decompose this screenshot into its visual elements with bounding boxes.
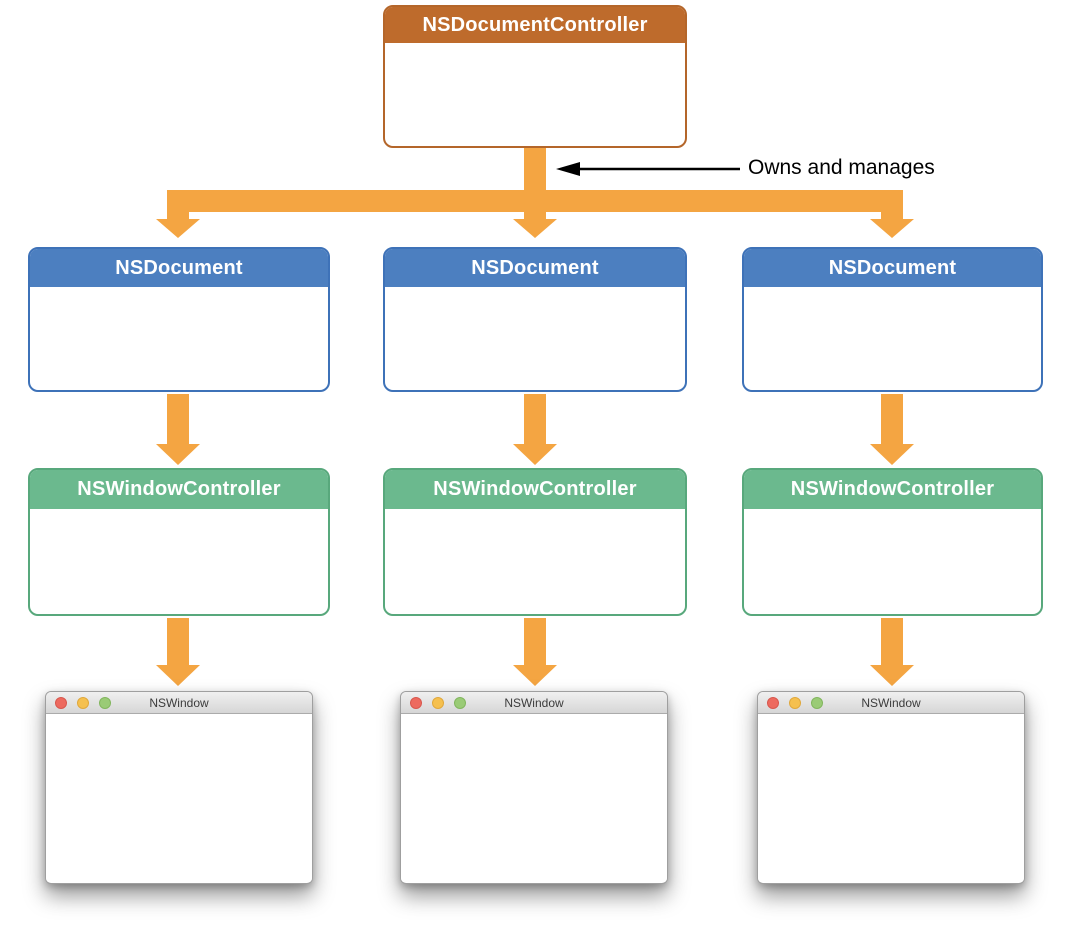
box-nsdocument-right-title: NSDocument [744, 249, 1041, 287]
nswindow-center-titlebar: NSWindow [401, 692, 667, 714]
box-nswindowcontroller-center-title: NSWindowController [385, 470, 685, 509]
close-icon [55, 696, 67, 709]
nswindow-right-traffic-lights [767, 692, 823, 713]
minimize-icon [432, 696, 444, 709]
close-icon [410, 696, 422, 709]
nswindow-right-title: NSWindow [861, 695, 921, 710]
box-nswindowcontroller-left: NSWindowController [28, 468, 330, 616]
zoom-icon [99, 696, 111, 709]
annotation-arrowhead-icon [556, 162, 580, 176]
minimize-icon [789, 696, 801, 709]
nswindow-right-titlebar: NSWindow [758, 692, 1024, 714]
nswindow-left-title: NSWindow [149, 695, 209, 710]
box-nswindowcontroller-right-title: NSWindowController [744, 470, 1041, 509]
arrow-bus-to-document-right [870, 212, 914, 238]
box-nsdocument-left-title: NSDocument [30, 249, 328, 287]
box-nsdocumentcontroller: NSDocumentController [383, 5, 687, 148]
zoom-icon [454, 696, 466, 709]
nswindow-left-titlebar: NSWindow [46, 692, 312, 714]
arrow-controller-to-window-left [156, 618, 200, 686]
box-nsdocument-right: NSDocument [742, 247, 1043, 392]
box-nswindowcontroller-right: NSWindowController [742, 468, 1043, 616]
nswindow-center-content [401, 714, 667, 882]
nswindow-center-traffic-lights [410, 692, 466, 713]
bus-bar [167, 190, 903, 212]
zoom-icon [811, 696, 823, 709]
root-stem [524, 146, 546, 190]
box-nsdocument-center-title: NSDocument [385, 249, 685, 287]
owns-and-manages-label: Owns and manages [748, 156, 935, 179]
arrow-document-to-controller-right [870, 394, 914, 465]
nswindow-left-content [46, 714, 312, 882]
box-nswindowcontroller-center: NSWindowController [383, 468, 687, 616]
nswindow-center-title: NSWindow [504, 695, 564, 710]
box-nsdocumentcontroller-title: NSDocumentController [385, 7, 685, 43]
nswindow-left-traffic-lights [55, 692, 111, 713]
arrow-bus-to-document-center [513, 212, 557, 238]
arrow-document-to-controller-left [156, 394, 200, 465]
box-nswindowcontroller-left-title: NSWindowController [30, 470, 328, 509]
nswindow-right: NSWindow [757, 691, 1025, 884]
nswindow-left: NSWindow [45, 691, 313, 884]
box-nsdocument-center: NSDocument [383, 247, 687, 392]
box-nsdocument-left: NSDocument [28, 247, 330, 392]
arrow-document-to-controller-center [513, 394, 557, 465]
close-icon [767, 696, 779, 709]
arrow-controller-to-window-right [870, 618, 914, 686]
nswindow-right-content [758, 714, 1024, 882]
annotation-pointer [556, 162, 740, 176]
arrow-controller-to-window-center [513, 618, 557, 686]
nswindow-center: NSWindow [400, 691, 668, 884]
minimize-icon [77, 696, 89, 709]
arrow-bus-to-document-left [156, 212, 200, 238]
